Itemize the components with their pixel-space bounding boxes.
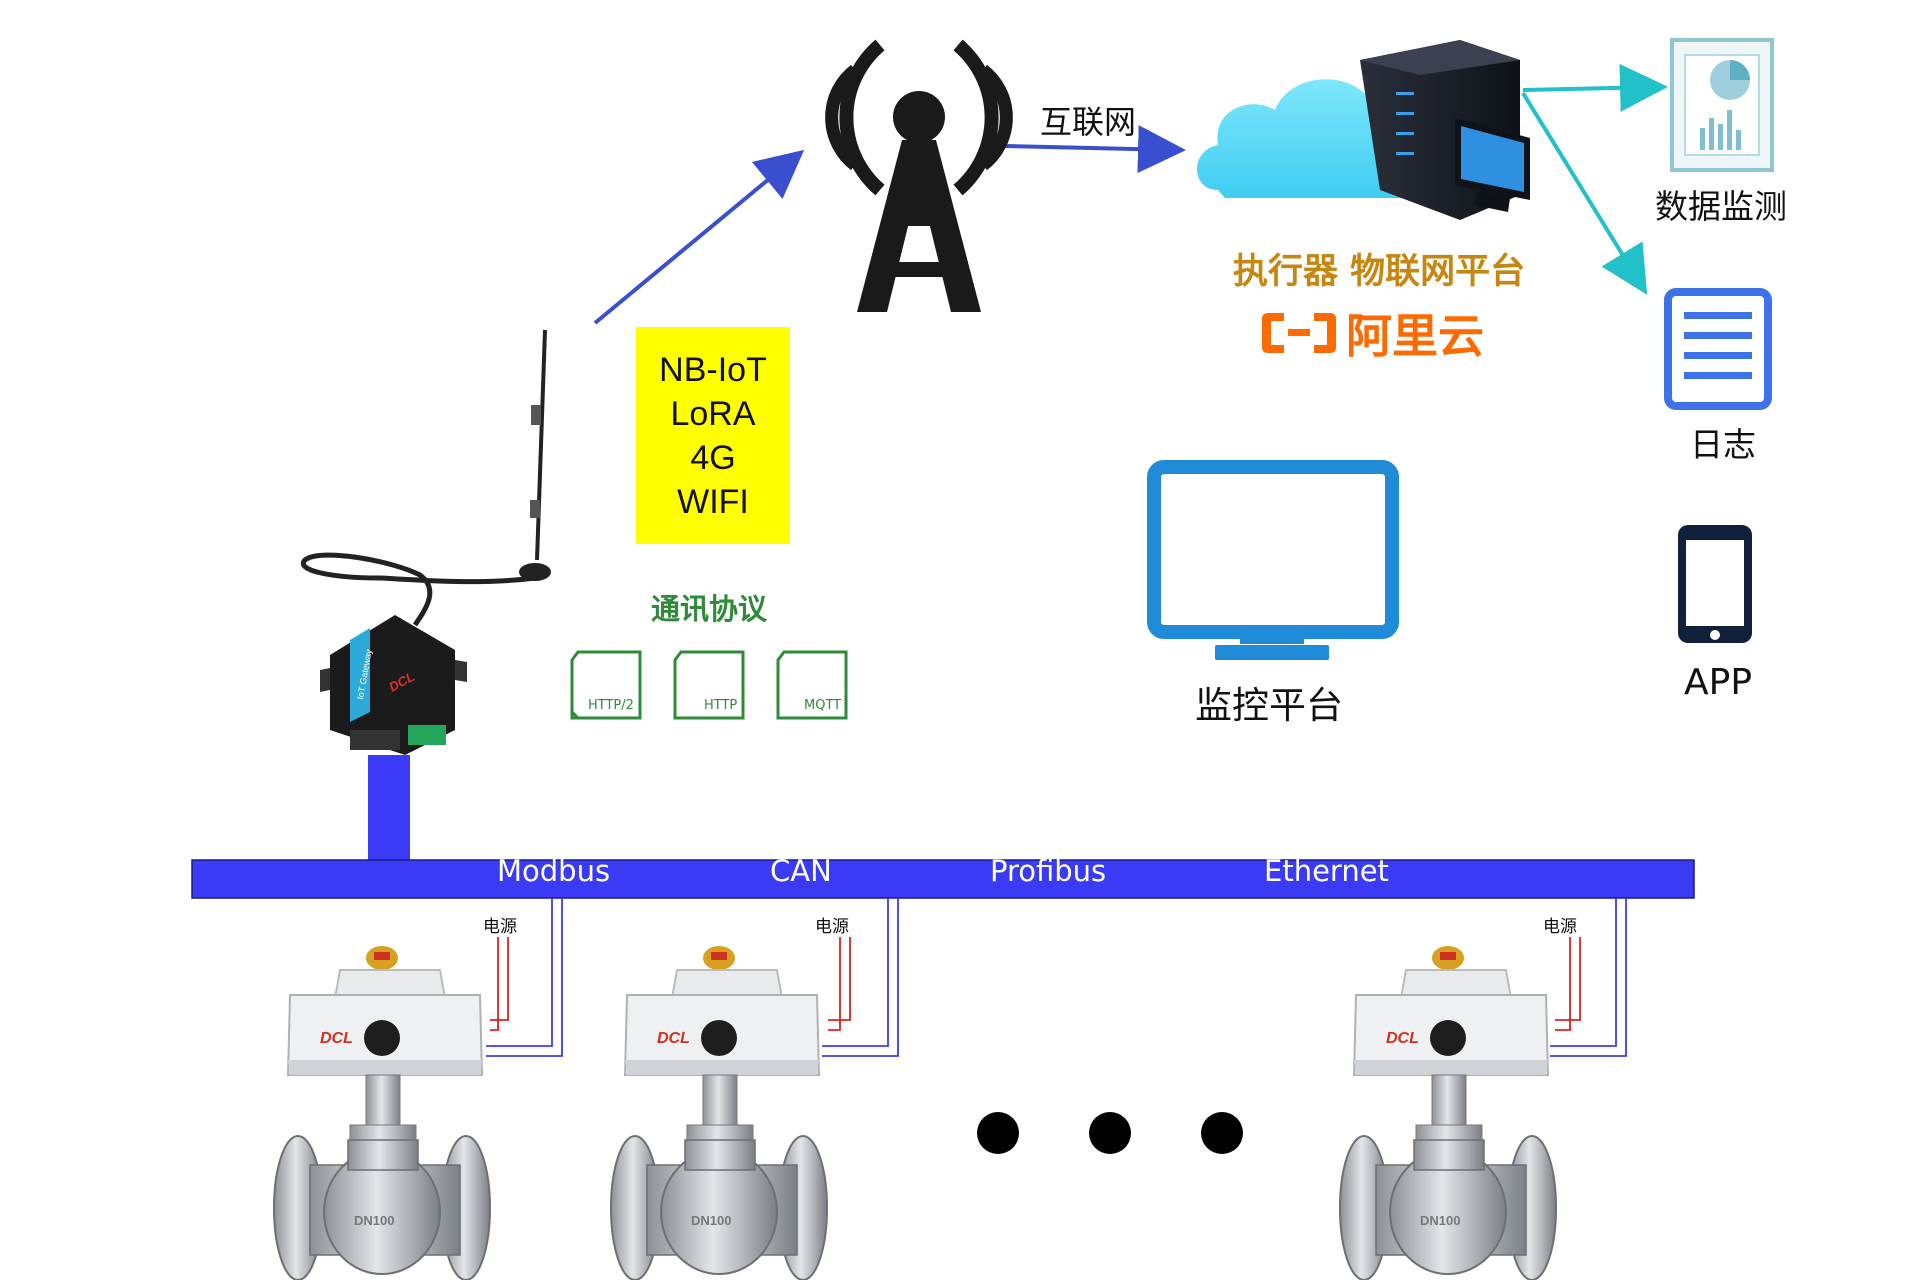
gateway-bus-connector	[368, 755, 410, 862]
arrow-cloud-to-log	[1521, 91, 1648, 295]
actuator-valve-2: DCL DN100	[610, 946, 828, 1280]
actuator-valve-1: DCL DN100	[273, 946, 491, 1280]
actuator-wires	[486, 898, 1627, 1057]
protocol-nbiot: NB-IoT	[659, 350, 767, 389]
svg-text:DCL: DCL	[657, 1030, 690, 1047]
power-label-2: 电源	[815, 917, 849, 937]
comm-protocol-label: 通讯协议	[651, 592, 768, 626]
protocol-wifi: WIFI	[677, 482, 749, 521]
log-label: 日志	[1690, 425, 1756, 464]
aliyun-logo-icon	[1262, 313, 1336, 353]
radio-tower-icon	[825, 39, 1013, 312]
wireless-protocols-box: NB-IoT LoRA 4G WIFI	[636, 327, 790, 544]
ellipsis-dot	[1201, 1112, 1243, 1154]
actuator-valve-3: DCL DN100	[1339, 946, 1557, 1280]
power-label-1: 电源	[483, 917, 517, 937]
http-label: HTTP	[704, 698, 738, 713]
bus-label-can: CAN	[770, 854, 832, 888]
protocol-lora: LoRA	[670, 394, 756, 433]
internet-label: 互联网	[1040, 103, 1137, 141]
bus-label-modbus: Modbus	[497, 854, 611, 888]
svg-text:DCL: DCL	[1386, 1030, 1419, 1047]
ellipsis-dot	[1089, 1112, 1131, 1154]
app-label: APP	[1684, 662, 1753, 703]
aliyun-label: 阿里云	[1346, 309, 1484, 363]
monitoring-screen-icon	[1147, 460, 1399, 660]
arrow-cloud-to-data	[1522, 63, 1668, 112]
svg-text:DN100: DN100	[1420, 1213, 1460, 1228]
bus-label-profibus: Profibus	[990, 854, 1107, 888]
arrow-gateway-to-tower	[593, 149, 805, 325]
ellipsis-dot	[977, 1112, 1019, 1154]
platform-title: 执行器 物联网平台	[1233, 252, 1526, 292]
monitor-platform-label: 监控平台	[1195, 684, 1343, 727]
data-monitor-label: 数据监测	[1655, 187, 1787, 226]
protocol-4g: 4G	[690, 438, 736, 477]
antenna-icon	[300, 329, 551, 627]
bus-label-ethernet: Ethernet	[1264, 854, 1389, 888]
arrow-tower-to-cloud	[1004, 125, 1186, 174]
http2-label: HTTP/2	[588, 698, 634, 713]
cloud-server-icon	[1197, 40, 1530, 220]
smartphone-icon	[1678, 525, 1752, 643]
mqtt-label: MQTT	[804, 698, 842, 713]
http2-protocol-icon	[570, 650, 642, 720]
field-bus	[191, 859, 1695, 899]
log-document-icon	[1664, 288, 1772, 410]
data-monitor-icon	[1670, 38, 1774, 172]
svg-text:DN100: DN100	[354, 1213, 394, 1228]
svg-text:DN100: DN100	[691, 1213, 731, 1228]
power-label-3: 电源	[1543, 917, 1577, 937]
aliyun-brand: 阿里云	[1258, 300, 1484, 366]
http-protocol-icon	[673, 650, 745, 720]
mqtt-protocol-icon	[776, 650, 848, 720]
svg-text:DCL: DCL	[320, 1030, 353, 1047]
